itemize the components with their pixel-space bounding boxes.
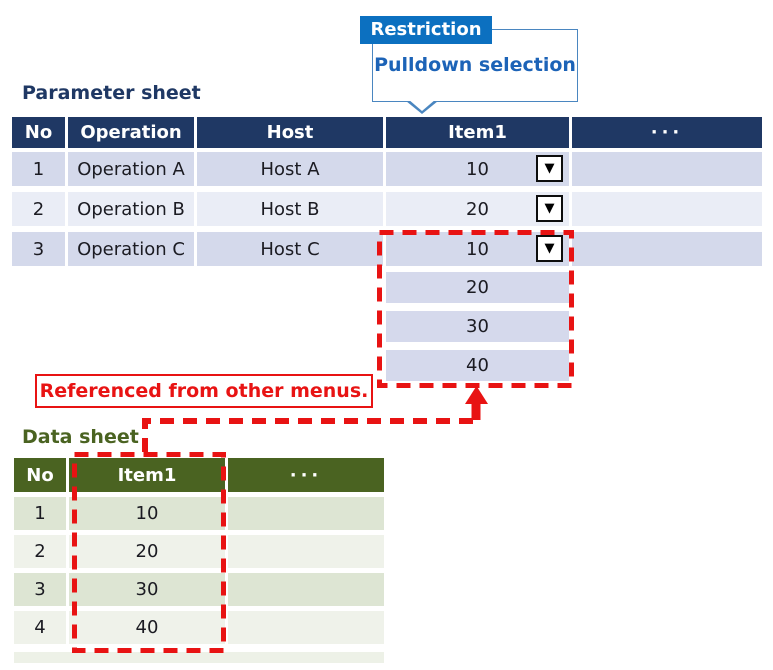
row-item1-value: 20 [466, 198, 489, 220]
reference-connector-line [142, 418, 477, 452]
header-cell-no: No [14, 458, 66, 492]
row-item1-cell: 10 ▼ [386, 232, 569, 266]
header-cell-host: Host [197, 117, 383, 148]
dropdown-arrow-icon: ▼ [544, 201, 555, 216]
row-item1-value: 10 [466, 158, 489, 180]
data-table-row: 3 30 [14, 573, 384, 606]
row-operation: Operation B [68, 192, 194, 226]
row-operation: Operation A [68, 152, 194, 186]
header-cell-item1: Item1 [69, 458, 225, 492]
row-no: 1 [12, 152, 65, 186]
dropdown-option[interactable]: 40 [386, 350, 569, 381]
parameter-table-header-row: No Operation Host Item1 ··· [12, 117, 762, 148]
dropdown-button[interactable]: ▼ [536, 235, 563, 262]
row-host: Host C [197, 232, 383, 266]
row-item1-value: 40 [69, 611, 225, 644]
row-more-cell [228, 611, 384, 644]
reference-arrowhead-icon [465, 386, 488, 404]
restriction-tab-label: Restriction [360, 16, 492, 44]
header-cell-item1: Item1 [386, 117, 569, 148]
row-more-cell [572, 152, 762, 186]
row-item1-cell: 20 ▼ [386, 192, 569, 226]
row-item1-cell: 10 ▼ [386, 152, 569, 186]
row-no: 3 [12, 232, 65, 266]
row-no: 2 [12, 192, 65, 226]
header-cell-no: No [12, 117, 65, 148]
row-more-cell [572, 192, 762, 226]
referenced-note: Referenced from other menus. [35, 374, 373, 408]
data-table-row: 2 20 [14, 535, 384, 568]
row-more-cell [228, 573, 384, 606]
row-more-cell [228, 535, 384, 568]
header-cell-operation: Operation [68, 117, 194, 148]
data-table-header-row: No Item1 ··· [14, 458, 384, 492]
data-table-row: 4 40 [14, 611, 384, 644]
data-table-row: 1 10 [14, 497, 384, 530]
callout-pointer-fill [408, 99, 436, 111]
dropdown-button[interactable]: ▼ [536, 195, 563, 222]
row-host: Host A [197, 152, 383, 186]
data-table-empty-row [14, 652, 384, 663]
row-more-cell [228, 497, 384, 530]
data-sheet-title: Data sheet [22, 426, 139, 448]
pulldown-selection-label: Pulldown selection [374, 54, 576, 76]
header-cell-more: ··· [572, 117, 762, 148]
row-operation: Operation C [68, 232, 194, 266]
dropdown-option[interactable]: 20 [386, 272, 569, 303]
parameter-table-row: 2 Operation B Host B 20 ▼ [12, 192, 762, 226]
row-host: Host B [197, 192, 383, 226]
parameter-table-row: 3 Operation C Host C 10 ▼ [12, 232, 762, 266]
row-no: 2 [14, 535, 66, 568]
dropdown-arrow-icon: ▼ [544, 161, 555, 176]
row-item1-value: 30 [69, 573, 225, 606]
dropdown-arrow-icon: ▼ [544, 241, 555, 256]
reference-arrow-stem [471, 402, 481, 420]
dropdown-option[interactable]: 30 [386, 311, 569, 342]
row-item1-value: 10 [466, 238, 489, 260]
row-item1-value: 10 [69, 497, 225, 530]
parameter-table-row: 1 Operation A Host A 10 ▼ [12, 152, 762, 186]
parameter-sheet-title: Parameter sheet [22, 82, 201, 104]
dropdown-button[interactable]: ▼ [536, 155, 563, 182]
row-no: 1 [14, 497, 66, 530]
header-cell-more: ··· [228, 458, 384, 492]
row-no: 4 [14, 611, 66, 644]
row-item1-value: 20 [69, 535, 225, 568]
row-more-cell [572, 232, 762, 266]
row-no: 3 [14, 573, 66, 606]
